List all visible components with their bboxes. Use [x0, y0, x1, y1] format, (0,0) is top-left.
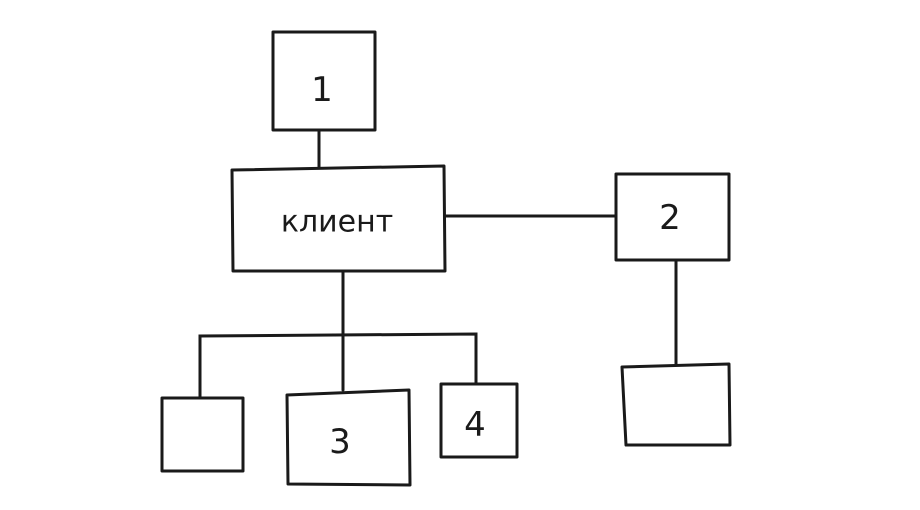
node-3: 3	[285, 388, 412, 487]
node-client: клиент	[230, 164, 447, 273]
connectors	[198, 129, 678, 400]
node-2: 2	[614, 172, 731, 262]
node-1-box	[271, 30, 377, 132]
node-left-child-box	[160, 396, 245, 473]
node-1: 1	[271, 30, 377, 132]
node-4: 4	[439, 382, 519, 459]
node-left-child	[160, 396, 245, 473]
node-1-label: 1	[311, 70, 333, 110]
node-4-box	[439, 382, 519, 459]
edge-client-branch	[198, 332, 478, 400]
node-2-box	[614, 172, 731, 262]
node-4-label: 4	[464, 405, 486, 445]
node-client-label: клиент	[281, 205, 393, 240]
node-3-box	[285, 388, 412, 487]
node-3-label: 3	[329, 422, 351, 462]
node-2-child-box	[620, 362, 732, 447]
node-2-child	[620, 362, 732, 447]
node-2-label: 2	[659, 198, 681, 238]
node-client-box	[230, 164, 447, 273]
